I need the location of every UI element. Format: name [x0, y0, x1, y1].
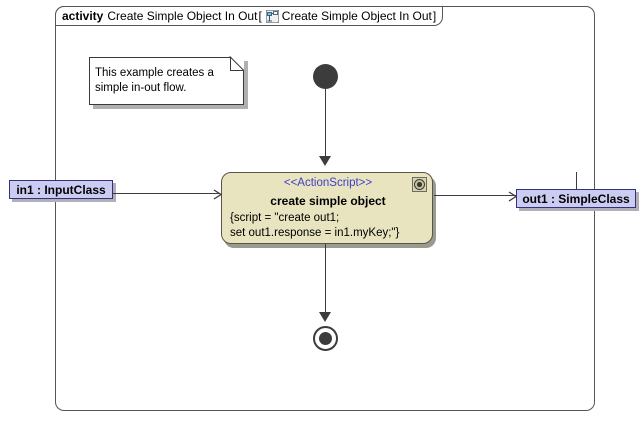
action-node-create-simple-object[interactable]: <<ActionScript>> create simple object {s…	[221, 172, 433, 244]
initial-node[interactable]	[313, 64, 338, 89]
frame-bracket-close: ]	[432, 9, 437, 23]
activity-diagram-icon	[265, 9, 280, 23]
activity-frame-name-tab: activity Create Simple Object In Out [ C…	[55, 6, 444, 26]
input-pin-label: in1 : InputClass	[16, 182, 106, 197]
object-flow-action-to-output	[434, 195, 516, 196]
frame-diagram-name: Create Simple Object In Out	[281, 9, 432, 23]
action-badge-icon[interactable]	[412, 177, 427, 192]
control-flow-arrowhead-to-final	[319, 312, 331, 322]
note-body	[89, 57, 244, 105]
frame-keyword: activity	[62, 9, 104, 23]
action-script-body: {script = "create out1; set out1.respons…	[230, 212, 400, 239]
activity-final-node-inner	[319, 332, 332, 345]
note[interactable]: This example creates a simple in-out flo…	[89, 57, 244, 105]
activity-final-node[interactable]	[313, 326, 338, 351]
output-pin-out1[interactable]: out1 : SimpleClass	[516, 189, 636, 208]
control-flow-action-to-final	[325, 244, 326, 312]
action-stereotype: <<ActionScript>>	[283, 177, 373, 189]
object-flow-input-to-action	[113, 193, 220, 194]
action-title: create simple object	[270, 194, 386, 208]
control-flow-arrowhead-to-action	[319, 156, 331, 166]
control-flow-initial-to-action	[325, 89, 326, 156]
note-fold-corner	[230, 57, 244, 71]
frame-bracket-open: [	[258, 9, 262, 23]
frame-activity-name: Create Simple Object In Out	[107, 9, 258, 23]
object-flow-output-stub	[576, 172, 577, 190]
input-pin-in1[interactable]: in1 : InputClass	[9, 180, 113, 199]
object-flow-arrowhead-input	[212, 188, 224, 206]
output-pin-label: out1 : SimpleClass	[522, 191, 630, 206]
note-text: This example creates a simple in-out flo…	[95, 67, 214, 94]
